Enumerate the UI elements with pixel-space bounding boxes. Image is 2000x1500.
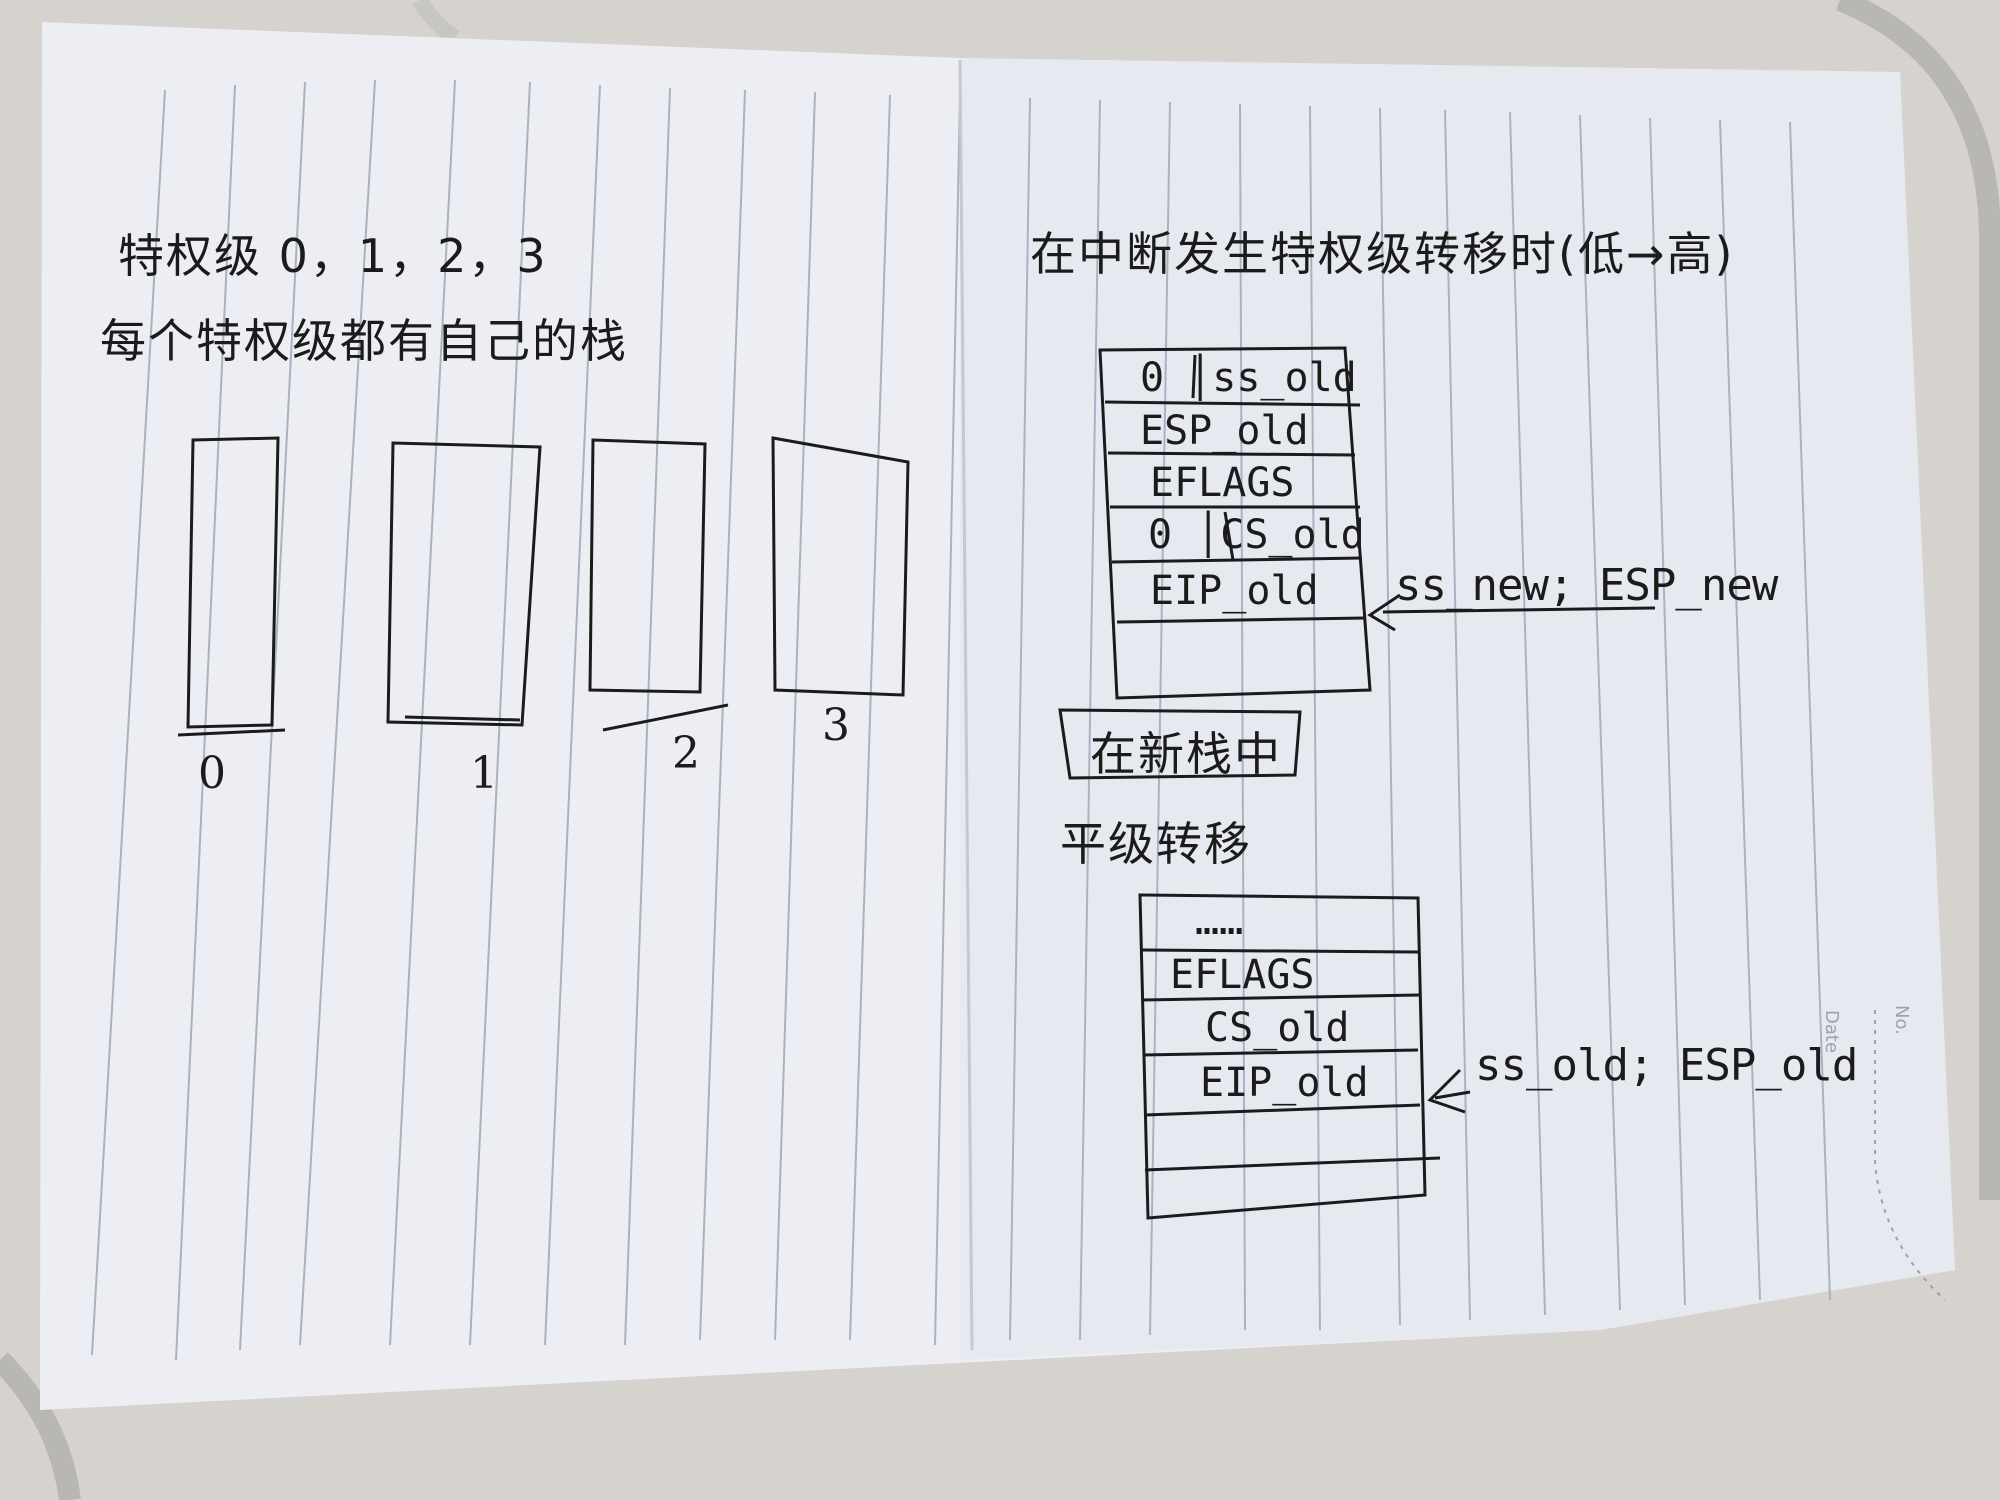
pointer-arrow-high bbox=[1367, 593, 1656, 632]
left-title: 特权级 0，1，2，3 bbox=[118, 229, 548, 283]
stack-same-cell-2: EFLAGS bbox=[1170, 952, 1315, 998]
stack-same-pointer: ss_old; ESP_old bbox=[1475, 1040, 1858, 1091]
right-title: 在中断发生特权级转移时(低→高) bbox=[1030, 227, 1735, 281]
stack-high-cell-5: EIP_old bbox=[1150, 568, 1319, 614]
stack-label-3: 3 bbox=[822, 700, 850, 751]
new-stack-box bbox=[1058, 708, 1302, 780]
pointer-arrow-same bbox=[1427, 1068, 1471, 1114]
stack-high-pointer: ss_new; ESP_new bbox=[1395, 560, 1778, 611]
stack-1 bbox=[386, 441, 542, 727]
margin-no-label: No. bbox=[1891, 1005, 1912, 1035]
stack-label-1: 1 bbox=[470, 748, 498, 799]
margin-dotted-line bbox=[1874, 1010, 1946, 1301]
stack-3 bbox=[771, 436, 910, 697]
stack-2 bbox=[588, 438, 707, 694]
ruled-lines bbox=[91, 79, 1831, 1361]
stack-high bbox=[1098, 346, 1372, 700]
stack-label-2: 2 bbox=[672, 728, 700, 779]
cable-top bbox=[412, 0, 460, 45]
privilege-stacks bbox=[177, 436, 910, 737]
stack-0 bbox=[186, 436, 280, 729]
stack-high-cell-4: 0 │CS_old bbox=[1148, 512, 1365, 558]
new-stack-label: 在新栈中 bbox=[1090, 727, 1282, 781]
same-level-label: 平级转移 bbox=[1060, 817, 1252, 871]
cable bbox=[1835, 0, 2000, 1200]
stack-same-cell-3: CS_old bbox=[1205, 1005, 1350, 1051]
cable-bottom bbox=[0, 1352, 81, 1500]
stack-high-cell-3: EFLAGS bbox=[1150, 460, 1295, 506]
margin-date-label: Date bbox=[1821, 1010, 1842, 1054]
stack-label-0: 0 bbox=[198, 748, 226, 799]
stack-same-cell-4: EIP_old bbox=[1200, 1060, 1369, 1106]
stack-same-cell-1: …… bbox=[1195, 898, 1244, 944]
page-fold bbox=[958, 59, 974, 1351]
stack-same bbox=[1138, 893, 1441, 1220]
stack-high-cell-1: 0 │ss_old bbox=[1140, 355, 1357, 401]
stack-high-cell-2: ESP_old bbox=[1140, 408, 1309, 454]
left-subtitle: 每个特权级都有自己的栈 bbox=[100, 314, 628, 368]
